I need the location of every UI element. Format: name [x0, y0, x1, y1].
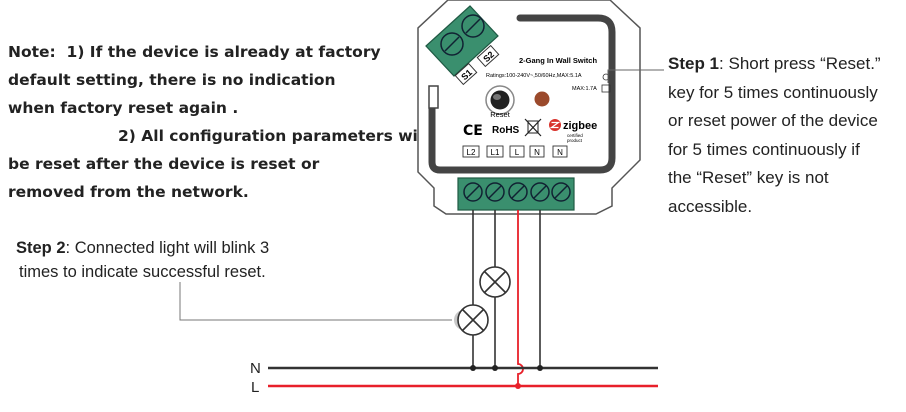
- device-max-rating: MAX:1.7A: [572, 86, 597, 92]
- note-item2-line3: removed from the network.: [8, 183, 249, 201]
- live-label: L: [251, 379, 259, 396]
- step1-leader-line: [607, 69, 664, 83]
- rohs-mark: RoHS: [492, 125, 520, 136]
- note-label: Note:: [8, 43, 56, 61]
- step2-title: Step 2: [16, 239, 66, 257]
- factory-reset-note: Note: 1) If the device is already at fac…: [8, 38, 429, 206]
- step2-line1: Step 2: Connected light will blink 3: [16, 236, 326, 260]
- step2-text-1: : Connected light will blink 3: [65, 239, 270, 257]
- terminal-label-n1: N: [534, 148, 540, 157]
- bottom-terminal-block: [457, 177, 575, 211]
- lamp-icon-1: [479, 266, 511, 298]
- reset-button: Reset: [485, 85, 515, 119]
- note-item2-line2: be reset after the device is reset or: [8, 155, 320, 173]
- step1-line4: for 5 times continuously if: [668, 139, 860, 159]
- zigbee-sub-2: product: [567, 138, 583, 143]
- wiring: [268, 210, 658, 389]
- step1-line6: accessible.: [668, 196, 753, 216]
- bulb-icon-small-2: [601, 84, 611, 93]
- step1-title: Step 1: [668, 54, 720, 73]
- zigbee-wordmark: zigbee: [563, 120, 597, 132]
- bottom-terminal-labels: L2 L1 L N N: [462, 145, 568, 158]
- zigbee-sub-1: certified: [567, 133, 583, 138]
- step1-line1: Step 1: Short press “Reset.”: [668, 50, 904, 79]
- note-item1-line2: default setting, there is no indication: [8, 71, 336, 89]
- step2-line2: times to indicate successful reset.: [19, 263, 266, 281]
- neutral-label: N: [250, 360, 261, 377]
- step1-line5: the “Reset” key is not: [668, 168, 829, 187]
- note-item1-line1: 1) If the device is already at factory: [66, 43, 381, 61]
- step1-line2: key for 5 times continuously: [668, 82, 878, 102]
- terminal-label-n2: N: [557, 148, 563, 157]
- reset-label: Reset: [490, 110, 511, 119]
- note-line-1: Note: 1) If the device is already at fac…: [8, 38, 398, 66]
- note-item2-line1: 2) All configuration parameters will: [118, 127, 429, 145]
- weee-bin-icon: [524, 118, 542, 137]
- step1-line3: or reset power of the device: [668, 111, 878, 130]
- step2-instructions: Step 2: Connected light will blink 3 tim…: [16, 236, 326, 284]
- device-ratings: Ratings:100-240V~,50/60Hz,MAX:5.1A: [486, 73, 582, 79]
- top-terminal-block: S1 S2: [425, 5, 500, 86]
- terminal-label-l1: L1: [491, 148, 500, 157]
- terminal-label-l2: L2: [467, 148, 476, 157]
- device-name: 2-Gang In Wall Switch: [519, 56, 597, 65]
- step2-leader-line: [179, 282, 452, 321]
- step1-text-1: : Short press “Reset.”: [719, 54, 881, 73]
- bulb-icon-small: [602, 73, 610, 81]
- note-item1-line3: when factory reset again .: [8, 99, 239, 117]
- status-led-icon: [534, 91, 550, 107]
- terminal-label-l: L: [515, 148, 520, 157]
- step1-instructions: Step 1: Short press “Reset.” key for 5 t…: [668, 50, 904, 221]
- lamp-icon-2-blinking: [454, 304, 489, 336]
- ce-mark: CE: [463, 123, 483, 139]
